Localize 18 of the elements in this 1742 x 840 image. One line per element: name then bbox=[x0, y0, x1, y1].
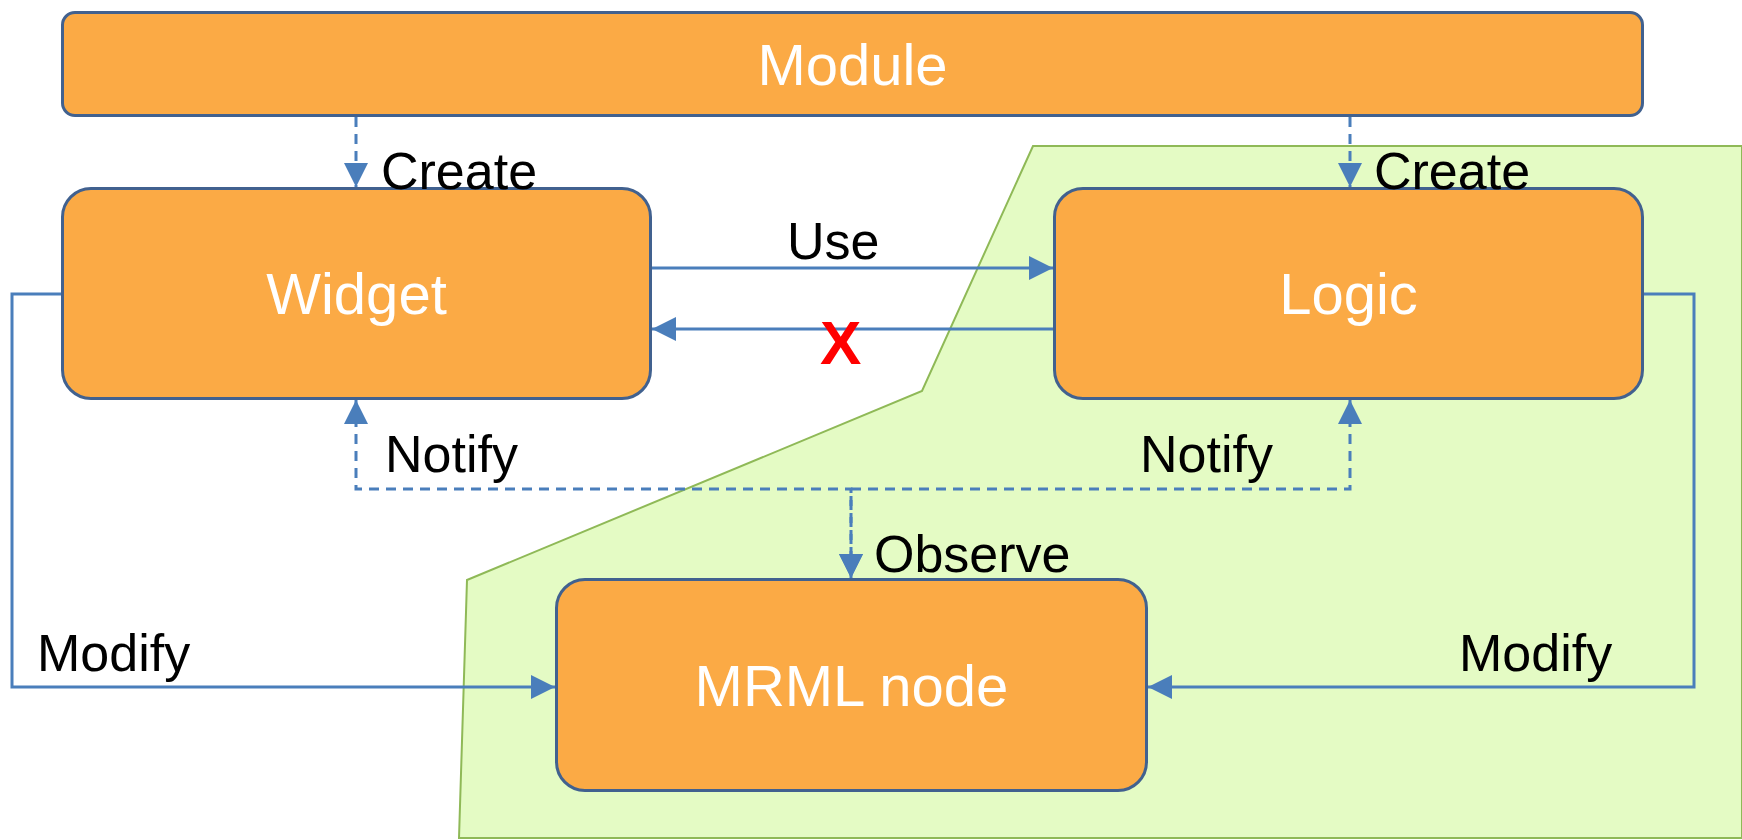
arrow bbox=[652, 317, 1053, 341]
arrow bbox=[1338, 117, 1362, 187]
node-label: Logic bbox=[1279, 260, 1418, 327]
process-box bbox=[61, 11, 1644, 117]
arrow bbox=[10, 292, 555, 699]
node-label: MRML node bbox=[694, 651, 1009, 719]
text-label: Observe bbox=[874, 528, 1071, 580]
node-label: Widget bbox=[266, 260, 447, 327]
arrow bbox=[652, 256, 1053, 280]
cross-mark: X bbox=[820, 312, 862, 374]
edge-label: Create bbox=[381, 145, 538, 197]
arrow bbox=[839, 400, 1362, 578]
process-box bbox=[555, 578, 1148, 792]
arrow bbox=[344, 117, 368, 187]
edge-label: Use bbox=[787, 215, 880, 267]
arrow bbox=[1148, 292, 1696, 699]
edge-label: Create bbox=[1374, 145, 1531, 197]
node-label: Module bbox=[757, 30, 948, 98]
